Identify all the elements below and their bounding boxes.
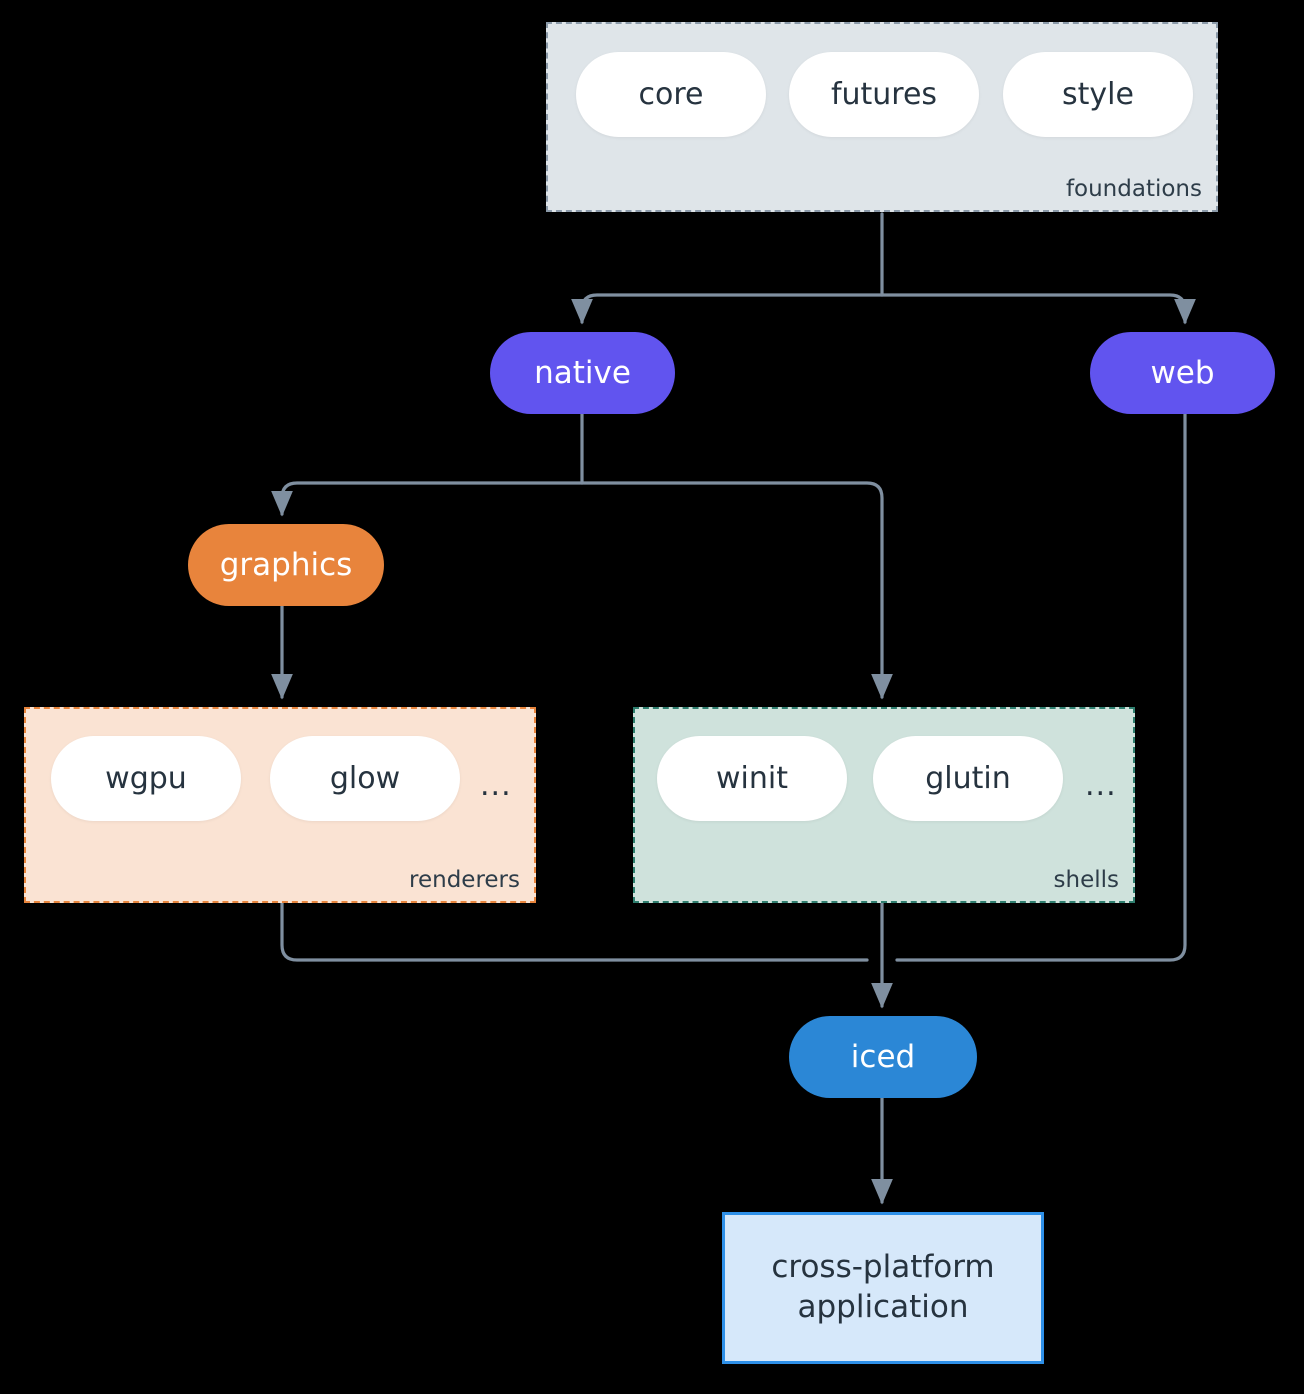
node-style[interactable]: style [1003,52,1193,137]
node-application[interactable]: cross-platform application [722,1212,1044,1364]
edge-renderers-to-iced [280,901,869,962]
cluster-renderers-label: renderers [409,867,520,893]
cluster-foundations-label: foundations [1065,176,1202,202]
node-web[interactable]: web [1090,332,1275,414]
node-graphics-label: graphics [219,547,353,583]
edge-native-to-shells [580,481,893,700]
node-iced-label: iced [850,1039,916,1075]
node-wgpu-label: wgpu [105,761,187,796]
cluster-shells: winit glutin ... shells [633,707,1135,903]
node-futures[interactable]: futures [789,52,979,137]
node-wgpu[interactable]: wgpu [51,736,241,821]
edge-foundations-to-web [880,293,1196,325]
node-core[interactable]: core [576,52,766,137]
node-application-line2: application [797,1289,969,1325]
node-glutin-label: glutin [925,761,1011,796]
node-winit-label: winit [716,761,788,796]
edge-native-to-graphics [271,481,584,517]
node-winit[interactable]: winit [657,736,847,821]
cluster-shells-label: shells [1053,867,1119,893]
node-glutin[interactable]: glutin [873,736,1063,821]
node-glow[interactable]: glow [270,736,460,821]
node-iced[interactable]: iced [789,1016,977,1098]
shells-ellipsis: ... [1085,768,1117,803]
cluster-foundations: core futures style foundations [546,22,1218,212]
node-core-label: core [638,77,704,112]
node-web-label: web [1150,355,1215,391]
renderers-ellipsis: ... [480,768,512,803]
node-glow-label: glow [329,761,401,796]
node-native-label: native [534,355,631,391]
node-futures-label: futures [830,77,938,112]
node-native[interactable]: native [490,332,675,414]
edge-foundations-to-native [571,293,884,325]
node-application-line1: cross-platform [771,1249,995,1286]
node-style-label: style [1062,77,1134,112]
node-graphics[interactable]: graphics [188,524,384,606]
cluster-renderers: wgpu glow ... renderers [24,707,536,903]
